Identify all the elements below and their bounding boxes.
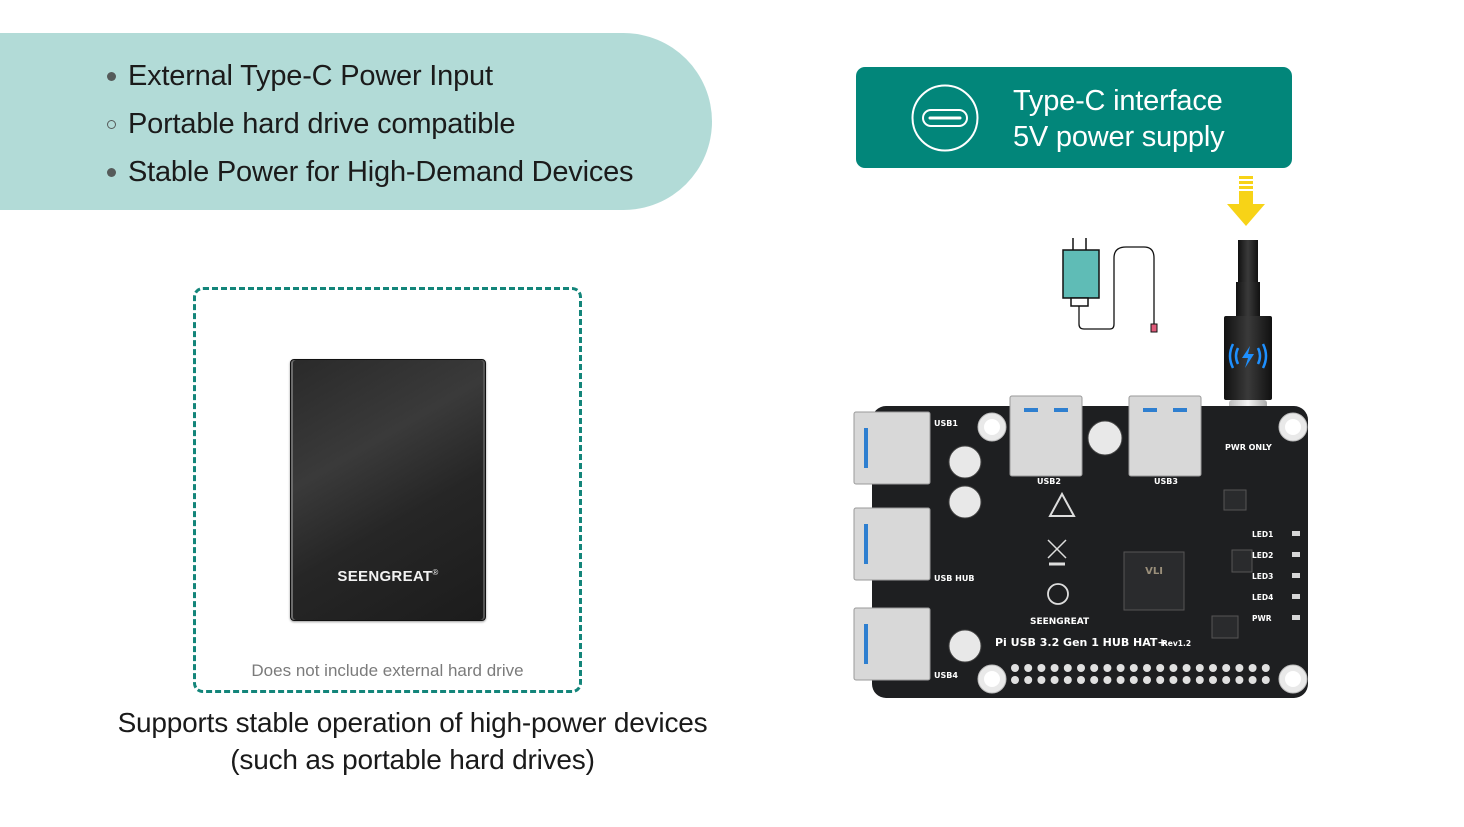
gpio-pin-gnd — [1103, 664, 1112, 672]
caption-line: Supports stable operation of high-power … — [117, 707, 708, 738]
gpio-pin-tx — [1222, 676, 1231, 684]
feature-item: Portable hard drive compatible — [104, 100, 633, 148]
gpio-pin-gnd — [1209, 664, 1217, 672]
led-label-4: LED4 — [1252, 593, 1273, 602]
gpio-pin-d23 — [1169, 676, 1178, 684]
caption-line: (such as portable hard drives) — [230, 744, 595, 775]
hub-chip-label: VLI — [1145, 566, 1163, 577]
gpio-pin-gnd — [1011, 664, 1019, 672]
gpio-pin-d16 — [1037, 676, 1046, 684]
product-caption: Supports stable operation of high-power … — [40, 704, 785, 778]
gpio-pin-id_sd — [1090, 664, 1099, 672]
feature-banner — [0, 33, 712, 210]
weee-bin-icon — [1047, 539, 1067, 566]
gpio-pin-sda1 — [1248, 664, 1257, 672]
gpio-pin-d18 — [1195, 676, 1204, 684]
power-adapter-icon — [1062, 238, 1158, 333]
callout-text: Type-C interface 5V power supply — [1013, 83, 1225, 155]
gpio-pin-sck — [1116, 664, 1125, 672]
gpio-pin-id_sc — [1090, 676, 1099, 684]
drive-brand-logo: SEENGREAT® — [337, 568, 439, 585]
gpio-pin-gnd — [1050, 676, 1059, 684]
feature-list: External Type-C Power Input Portable har… — [104, 52, 634, 196]
esd-warning-icon — [1048, 491, 1076, 517]
gpio-pin-d5 — [1077, 664, 1085, 672]
gpio-pin-3v3 — [1156, 664, 1165, 672]
bullet-ring-icon — [104, 119, 128, 129]
gpio-pin-scl1 — [1235, 664, 1244, 672]
exclusion-note: Does not include external hard drive — [251, 661, 524, 680]
gpio-pin-d20 — [1024, 676, 1033, 684]
portable-hard-drive-image: SEENGREAT® — [290, 359, 486, 621]
usb-type-c-icon — [911, 84, 979, 152]
bullet-dot-icon — [104, 71, 128, 81]
gpio-pin-d27 — [1182, 664, 1191, 672]
callout-line-2: 5V power supply — [1013, 121, 1225, 153]
led-label-1: LED1 — [1252, 530, 1273, 539]
gpio-pin-d26 — [1024, 664, 1033, 672]
feature-label: External Type-C Power Input — [128, 59, 493, 92]
feature-label: Portable hard drive compatible — [128, 107, 516, 140]
gpio-pin-5v — [1248, 676, 1257, 684]
gpio-pin-ce1 — [1103, 676, 1112, 684]
gpio-pin-d21 — [1011, 676, 1019, 684]
feature-item: Stable Power for High-Demand Devices — [104, 148, 634, 196]
gpio-pin-d4 — [1222, 664, 1231, 672]
gpio-pin-gnd — [1235, 676, 1244, 684]
port-label-usb-hub: USB HUB — [934, 574, 974, 583]
gpio-pin-ce0 — [1116, 676, 1125, 684]
gpio-pin-d12 — [1063, 676, 1072, 684]
power-callout: Type-C interface 5V power supply — [856, 67, 1292, 168]
led-label-pwr: PWR — [1252, 614, 1272, 623]
gpio-pin-d19 — [1037, 664, 1046, 672]
port-label-usb2: USB2 — [1037, 477, 1061, 486]
feature-item: External Type-C Power Input — [104, 52, 633, 100]
usb-hub-hat-board: VLI USB1 USB2 USB3 USB HUB USB4 PWR ONLY… — [853, 395, 1308, 698]
board-revision: Rev1.2 — [1162, 639, 1191, 648]
led-label-2: LED2 — [1252, 551, 1273, 560]
port-label-usb4: USB4 — [934, 671, 958, 680]
port-label-usb3: USB3 — [1154, 477, 1178, 486]
gpio-pin-gnd — [1182, 676, 1191, 684]
gpio-pin-gnd — [1143, 676, 1151, 684]
gpio-pin-d17 — [1195, 664, 1204, 672]
gpio-pin-d25 — [1129, 676, 1138, 684]
callout-line-1: Type-C interface — [1013, 85, 1223, 117]
board-title: Pi USB 3.2 Gen 1 HUB HAT+ — [995, 636, 1167, 649]
gpio-pin-d6 — [1063, 664, 1072, 672]
led-label-3: LED3 — [1252, 572, 1273, 581]
gpio-pin-rx — [1209, 676, 1217, 684]
gpio-pin-5v — [1261, 676, 1270, 684]
gpio-pin-d13 — [1050, 664, 1059, 672]
bullet-dot-icon — [104, 167, 128, 177]
port-label-pwr-only: PWR ONLY — [1225, 443, 1272, 452]
compliance-mark-icon — [1047, 583, 1069, 605]
gpio-pin-miso — [1129, 664, 1138, 672]
feature-label: Stable Power for High-Demand Devices — [128, 155, 634, 188]
down-arrow-icon — [1227, 176, 1265, 226]
gpio-pin-mosi — [1143, 664, 1151, 672]
gpio-pin-d24 — [1156, 676, 1165, 684]
gpio-pin-3v3 — [1261, 664, 1270, 672]
gpio-pin-gnd — [1077, 676, 1085, 684]
board-brand: SEENGREAT — [1030, 617, 1090, 627]
port-label-usb1: USB1 — [934, 419, 958, 428]
gpio-pin-d22 — [1169, 664, 1178, 672]
product-frame — [193, 287, 582, 693]
